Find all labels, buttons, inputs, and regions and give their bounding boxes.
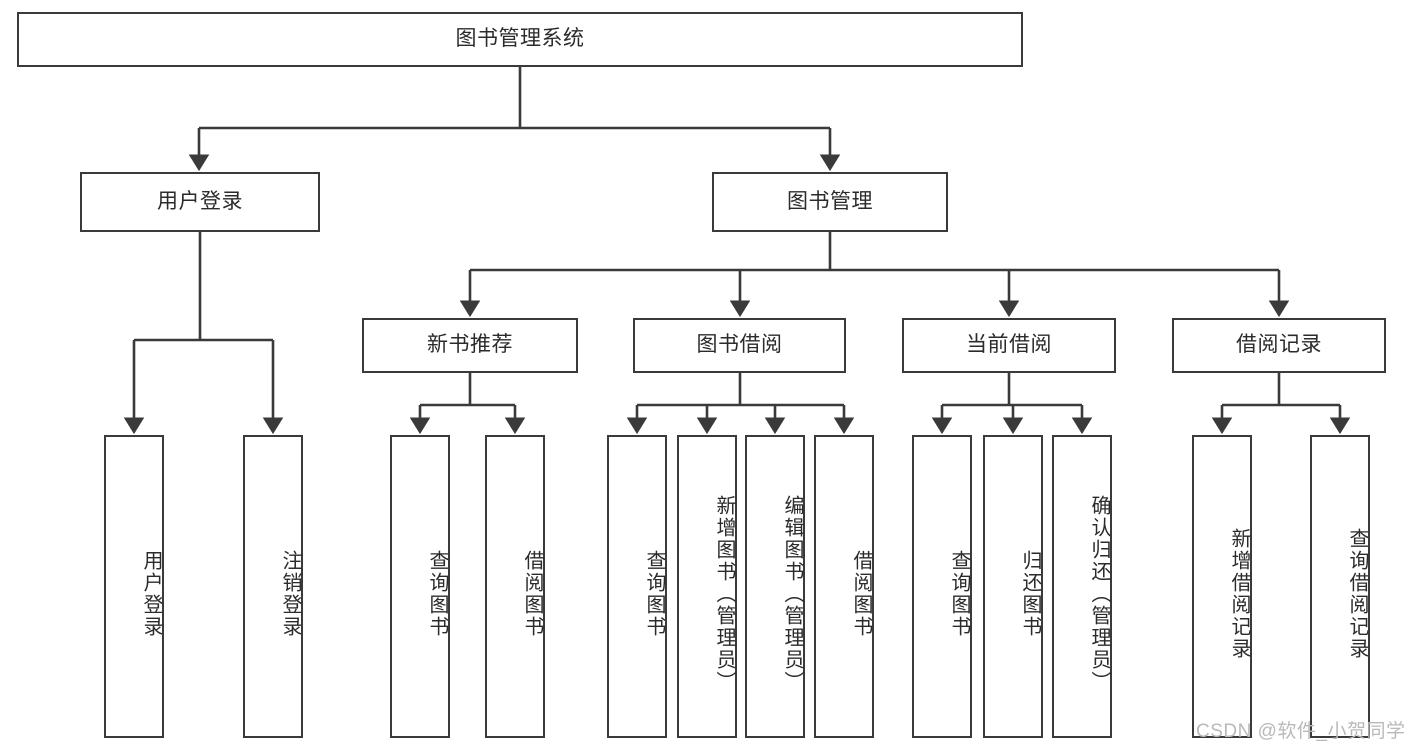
leaf-node-label: 归还图书 [1019,549,1041,638]
leaf-node-label: 借阅图书 [521,549,543,638]
leaf-node[interactable]: 用户登录 [104,435,164,738]
leaf-node-label: 新增图书（管理员） [713,494,735,693]
leaf-node[interactable]: 查询图书 [390,435,450,738]
node-borrow-record-label: 借阅记录 [1236,333,1322,357]
leaf-node[interactable]: 查询图书 [912,435,972,738]
leaf-node-label: 新增借阅记录 [1228,527,1250,660]
node-book-management[interactable]: 图书管理 [712,172,948,232]
csdn-watermark: CSDN @软件_小贺同学 [1196,721,1405,742]
node-user-login-label: 用户登录 [157,189,243,213]
node-new-book-recommend-label: 新书推荐 [427,333,513,357]
leaf-node[interactable]: 借阅图书 [814,435,874,738]
leaf-node[interactable]: 新增借阅记录 [1192,435,1252,738]
node-book-management-label: 图书管理 [787,189,873,213]
leaf-node[interactable]: 查询借阅记录 [1310,435,1370,738]
leaf-node-label: 用户登录 [140,549,162,638]
node-book-borrow[interactable]: 图书借阅 [633,318,846,373]
leaf-node[interactable]: 查询图书 [607,435,667,738]
leaf-node-label: 注销登录 [279,549,301,638]
leaf-node[interactable]: 归还图书 [983,435,1043,738]
leaf-node-label: 编辑图书（管理员） [781,494,803,693]
node-current-borrow[interactable]: 当前借阅 [902,318,1116,373]
node-borrow-record[interactable]: 借阅记录 [1172,318,1386,373]
node-root[interactable]: 图书管理系统 [17,12,1023,67]
leaf-node-label: 查询图书 [426,549,448,638]
leaf-node[interactable]: 借阅图书 [485,435,545,738]
leaf-node[interactable]: 注销登录 [243,435,303,738]
leaf-node[interactable]: 新增图书（管理员） [677,435,737,738]
node-current-borrow-label: 当前借阅 [966,333,1052,357]
leaf-node-label: 查询借阅记录 [1346,527,1368,660]
leaf-node-label: 查询图书 [643,549,665,638]
leaf-node-label: 查询图书 [948,549,970,638]
node-new-book-recommend[interactable]: 新书推荐 [362,318,578,373]
node-book-borrow-label: 图书借阅 [696,333,783,357]
leaf-node[interactable]: 确认归还（管理员） [1052,435,1112,738]
node-user-login[interactable]: 用户登录 [80,172,320,232]
node-root-label: 图书管理系统 [455,27,585,51]
leaf-node-label: 确认归还（管理员） [1088,494,1110,693]
leaf-node-label: 借阅图书 [850,549,872,638]
leaf-node[interactable]: 编辑图书（管理员） [745,435,805,738]
